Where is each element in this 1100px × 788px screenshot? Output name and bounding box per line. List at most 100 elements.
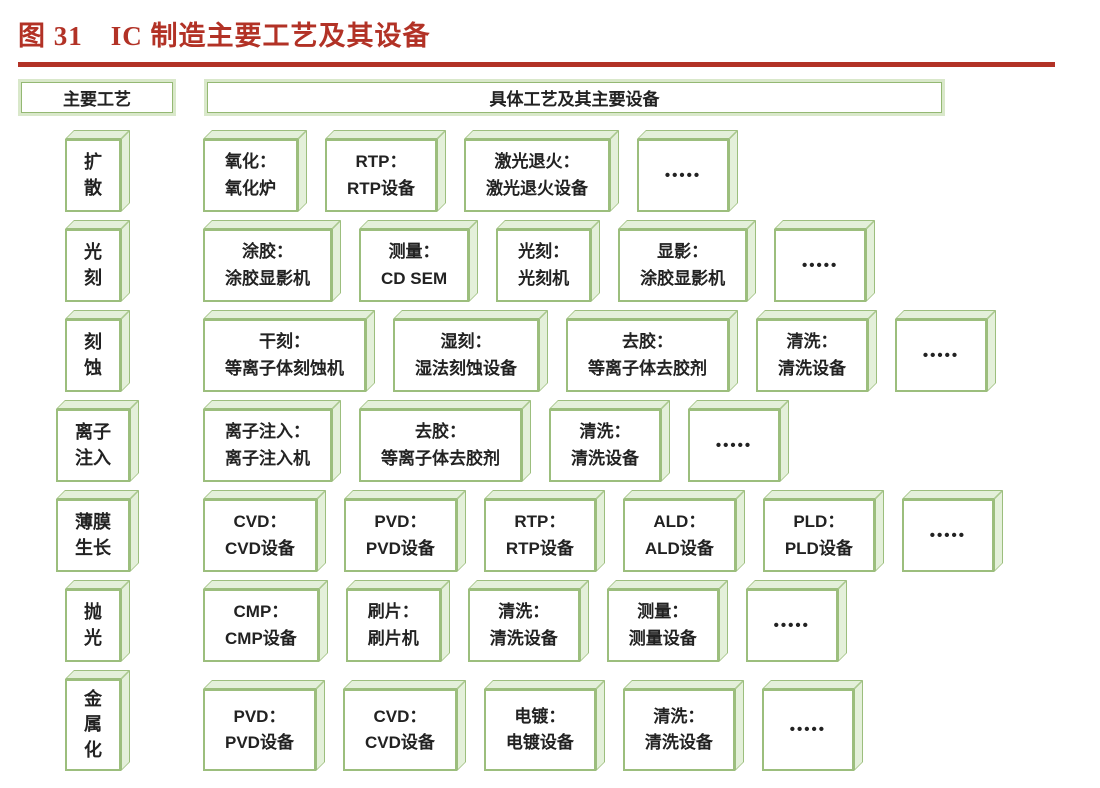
- equipment-name-text: 电镀设备: [505, 733, 574, 752]
- ellipsis-dots: •••••: [801, 256, 839, 274]
- process-step-text: RTP：: [355, 152, 407, 172]
- process-step-text: 去胶：: [415, 422, 466, 442]
- process-step-text: PVD：: [374, 512, 427, 532]
- process-label-column: 金 属 化: [18, 679, 168, 771]
- equipment-box-group: 氧化： 氧化炉 RTP： RTP设备 激光退火： 激光退火设备 •••••: [203, 139, 729, 212]
- process-row: 抛 光 CMP： CMP设备 刷片： 刷片机 清洗： 清洗设备 测量： 测量设备…: [18, 589, 1100, 662]
- equipment-box: 激光退火： 激光退火设备: [464, 139, 610, 212]
- process-step-text: CVD：: [233, 512, 287, 532]
- process-step-text: 湿刻：: [440, 332, 492, 352]
- ellipsis-dots: •••••: [773, 616, 810, 634]
- ellipsis-dots: •••••: [715, 436, 753, 454]
- process-row: 刻 蚀 干刻： 等离子体刻蚀机 湿刻： 湿法刻蚀设备 去胶： 等离子体去胶剂 清…: [18, 319, 1100, 392]
- header-main-process: 主要工艺: [21, 82, 173, 113]
- equipment-name-text: CVD设备: [364, 733, 435, 752]
- equipment-box: 去胶： 等离子体去胶剂: [359, 409, 522, 482]
- equipment-name-text: 等离子体去胶剂: [381, 448, 500, 468]
- equipment-name-text: 测量设备: [628, 628, 697, 648]
- equipment-box-group: CVD： CVD设备 PVD： PVD设备 RTP： RTP设备 ALD： AL…: [203, 499, 994, 572]
- equipment-box: 清洗： 清洗设备: [549, 409, 661, 482]
- equipment-box: RTP： RTP设备: [325, 139, 437, 212]
- process-step-text: 去胶：: [622, 332, 673, 352]
- equipment-box: 光刻： 光刻机: [496, 229, 592, 302]
- process-label-box: 抛 光: [65, 589, 121, 662]
- process-label-box: 扩 散: [65, 139, 121, 212]
- equipment-box: CMP： CMP设备: [203, 589, 319, 662]
- ellipsis-dots: •••••: [922, 346, 960, 364]
- equipment-name-text: 涂胶显影机: [640, 268, 726, 288]
- equipment-name-text: CVD设备: [225, 538, 295, 558]
- process-step-text: 清洗：: [653, 706, 705, 726]
- equipment-box: 显影： 涂胶显影机: [618, 229, 748, 302]
- equipment-box: RTP： RTP设备: [483, 499, 596, 572]
- process-step-text: PLD：: [793, 512, 845, 532]
- equipment-box-group: 干刻： 等离子体刻蚀机 湿刻： 湿法刻蚀设备 去胶： 等离子体去胶剂 清洗： 清…: [203, 319, 987, 392]
- ellipsis-dots: •••••: [789, 721, 826, 739]
- process-row: 光 刻 涂胶： 涂胶显影机 测量： CD SEM 光刻： 光刻机 显影： 涂胶显…: [18, 229, 1100, 302]
- equipment-box: ALD： ALD设备: [622, 499, 736, 572]
- equipment-name-text: 清洗设备: [571, 448, 639, 468]
- process-label-column: 抛 光: [18, 589, 168, 662]
- equipment-box: 测量： CD SEM: [359, 229, 470, 302]
- equipment-name-text: RTP设备: [505, 538, 574, 558]
- process-step-text: 测量：: [637, 602, 689, 622]
- equipment-box: 电镀： 电镀设备: [483, 689, 596, 771]
- ellipsis-box: •••••: [895, 319, 987, 392]
- equipment-box-group: PVD： PVD设备 CVD： CVD设备 电镀： 电镀设备 清洗： 清洗设备 …: [203, 689, 854, 771]
- ellipsis-box: •••••: [774, 229, 867, 302]
- equipment-box: CVD： CVD设备: [342, 689, 457, 771]
- process-label-box: 金 属 化: [65, 679, 121, 771]
- process-step-text: PVD：: [233, 706, 286, 726]
- equipment-name-text: 光刻机: [518, 268, 570, 288]
- process-step-text: 激光退火：: [494, 152, 580, 172]
- process-step-text: 测量：: [388, 242, 440, 262]
- equipment-box: 刷片： 刷片机: [345, 589, 441, 662]
- equipment-name-text: PVD设备: [225, 733, 294, 752]
- process-label-column: 刻 蚀: [18, 319, 168, 392]
- equipment-name-text: 刷片机: [367, 628, 419, 648]
- process-step-text: CMP：: [233, 602, 289, 622]
- equipment-box: 清洗： 清洗设备: [467, 589, 580, 662]
- process-step-text: 氧化：: [225, 152, 276, 172]
- equipment-name-text: 清洗设备: [778, 358, 846, 378]
- process-row: 金 属 化 PVD： PVD设备 CVD： CVD设备 电镀： 电镀设备 清洗：…: [18, 679, 1100, 771]
- process-row: 扩 散 氧化： 氧化炉 RTP： RTP设备 激光退火： 激光退火设备 ••••…: [18, 139, 1100, 212]
- process-step-text: 电镀：: [514, 706, 566, 726]
- equipment-box-group: 涂胶： 涂胶显影机 测量： CD SEM 光刻： 光刻机 显影： 涂胶显影机 •…: [203, 229, 867, 302]
- process-row: 薄膜 生长 CVD： CVD设备 PVD： PVD设备 RTP： RTP设备 A…: [18, 499, 1100, 572]
- equipment-name-text: CMP设备: [225, 628, 297, 648]
- ellipsis-dots: •••••: [664, 166, 702, 184]
- process-step-text: 显影：: [657, 242, 709, 262]
- table-header: 主要工艺 具体工艺及其主要设备: [21, 82, 1100, 113]
- process-label-text: 刻 蚀: [84, 332, 102, 378]
- equipment-box: PLD： PLD设备: [762, 499, 875, 572]
- title-rule: [18, 62, 1055, 67]
- process-label-column: 离子 注入: [18, 409, 168, 482]
- equipment-box: 离子注入： 离子注入机: [203, 409, 332, 482]
- equipment-box: PVD： PVD设备: [203, 689, 316, 771]
- ellipsis-box: •••••: [901, 499, 994, 572]
- process-step-text: CVD：: [373, 706, 427, 726]
- process-label-box: 光 刻: [65, 229, 121, 302]
- process-label-text: 抛 光: [84, 602, 102, 648]
- equipment-box: 氧化： 氧化炉: [203, 139, 298, 212]
- equipment-name-text: 离子注入机: [225, 448, 310, 468]
- process-step-text: ALD：: [653, 512, 706, 532]
- process-label-column: 扩 散: [18, 139, 168, 212]
- equipment-box: PVD： PVD设备: [343, 499, 457, 572]
- process-label-text: 离子 注入: [75, 422, 111, 468]
- process-step-text: 清洗：: [786, 332, 838, 352]
- equipment-name-text: CD SEM: [381, 268, 448, 288]
- process-label-column: 薄膜 生长: [18, 499, 168, 572]
- process-step-text: 清洗：: [579, 422, 631, 442]
- equipment-name-text: PVD设备: [365, 538, 435, 558]
- equipment-box: 清洗： 清洗设备: [756, 319, 868, 392]
- equipment-name-text: 等离子体去胶剂: [588, 358, 707, 378]
- process-label-box: 薄膜 生长: [56, 499, 130, 572]
- process-label-text: 金 属 化: [84, 689, 102, 760]
- equipment-name-text: PLD设备: [784, 538, 853, 558]
- equipment-box: 干刻： 等离子体刻蚀机: [203, 319, 366, 392]
- figure-title: 图 31 IC 制造主要工艺及其设备: [18, 21, 431, 51]
- equipment-box: 清洗： 清洗设备: [622, 689, 735, 771]
- process-step-text: 刷片：: [367, 602, 419, 622]
